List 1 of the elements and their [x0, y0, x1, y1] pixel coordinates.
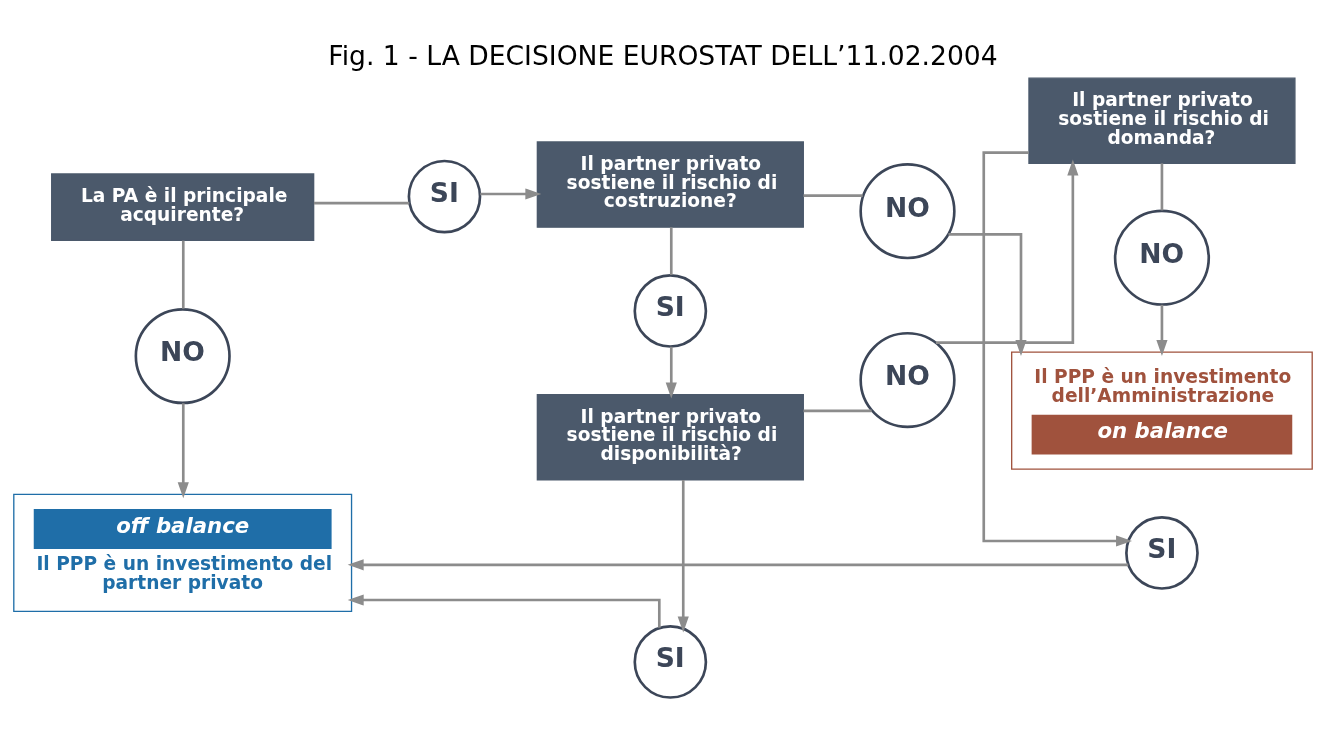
diagram-title: Fig. 1 - LA DECISIONE EUROSTAT DELL’11.02.2004: [328, 39, 998, 71]
